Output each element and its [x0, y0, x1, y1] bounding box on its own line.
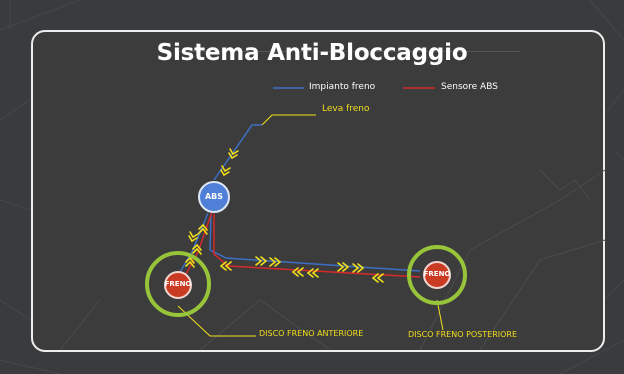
- legend-brake-label: Impianto freno: [309, 82, 376, 92]
- front-brake-node-label: FRENO: [164, 280, 192, 288]
- rear-brake-node: [423, 261, 451, 289]
- rear-disc-ring: [407, 245, 467, 305]
- brake-lever-leader: [261, 114, 316, 126]
- chevron-left-icon: [219, 261, 232, 271]
- brake-line-abs-to-rear: [209, 213, 421, 272]
- chevron-down-icon: [228, 148, 239, 160]
- front-disc-leader: [177, 305, 256, 337]
- rear-brake-node-label: FRENO: [423, 270, 451, 278]
- front-disc-label: DISCO FRENO ANTERIORE: [259, 329, 364, 338]
- diagram-title: Sistema Anti-Bloccaggio: [156, 40, 468, 66]
- chevron-down-icon: [188, 231, 199, 243]
- rear-disc-label: DISCO FRENO POSTERIORE: [408, 330, 518, 339]
- chevron-left-icon: [371, 273, 384, 283]
- diagram-panel: [31, 30, 605, 352]
- chevron-right-icon: [337, 262, 350, 272]
- sensor-line-abs-to-front: [185, 211, 213, 275]
- abs-node-label: ABS: [204, 192, 224, 201]
- front-disc-ring: [145, 251, 211, 317]
- brake-lever-label: Leva freno: [322, 104, 370, 114]
- chevron-right-icon: [352, 263, 365, 273]
- abs-node: [198, 181, 230, 213]
- brake-line-lever-to-abs: [213, 124, 262, 181]
- chevron-up-icon: [185, 256, 195, 268]
- title-underline: [175, 51, 520, 52]
- chevron-up-icon: [192, 243, 202, 255]
- legend-sensor-label: Sensore ABS: [441, 82, 498, 92]
- rear-disc-leader: [436, 299, 444, 331]
- chevron-left-icon: [291, 267, 304, 277]
- sensor-line-abs-to-rear: [213, 214, 421, 278]
- chevron-left-icon: [306, 268, 319, 278]
- chevron-down-icon: [220, 165, 231, 177]
- chevron-right-icon: [269, 257, 282, 267]
- chevron-right-icon: [255, 256, 268, 266]
- front-brake-node: [164, 271, 192, 299]
- chevron-up-icon: [198, 223, 208, 235]
